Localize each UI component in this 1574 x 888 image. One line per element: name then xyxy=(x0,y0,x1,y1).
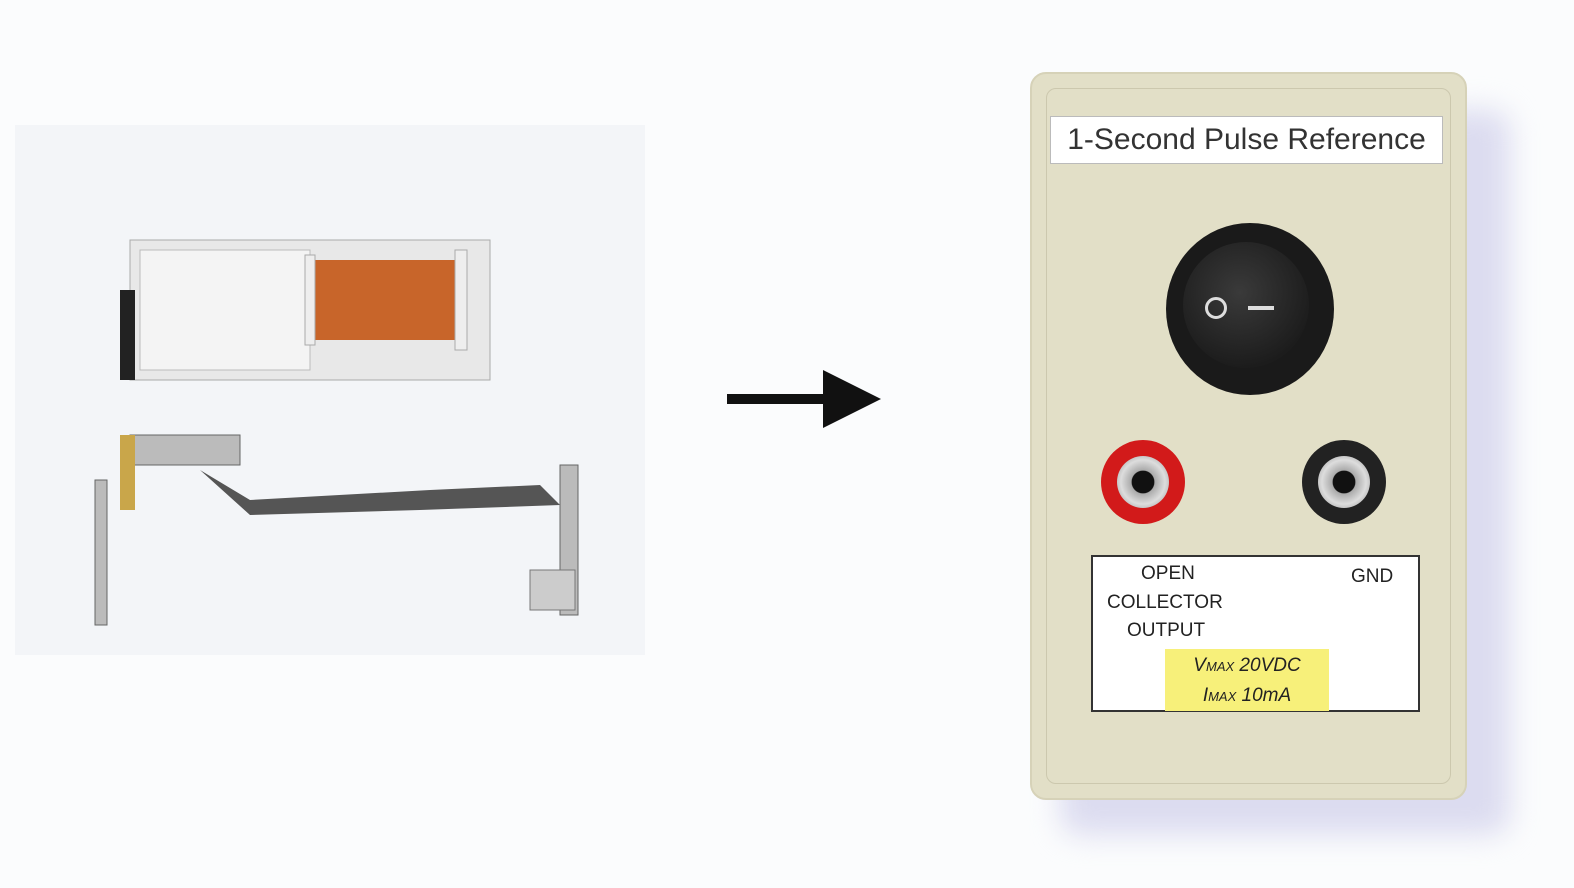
relay-photo-background xyxy=(15,125,645,655)
relay-mechanism-image xyxy=(94,239,579,626)
imax-rating: IMAX 10mA xyxy=(1202,685,1292,706)
max-ratings-highlight: VMAX 20VDC IMAX 10mA xyxy=(1165,649,1329,711)
rocker-face[interactable] xyxy=(1183,242,1309,368)
label-output: OUTPUT xyxy=(1127,620,1206,641)
arrow-right-icon xyxy=(727,370,881,428)
gnd-binding-post-black[interactable] xyxy=(1302,440,1386,524)
off-symbol-icon xyxy=(1205,297,1227,319)
label-collector: COLLECTOR xyxy=(1107,592,1223,613)
terminal-label-panel: OPEN COLLECTOR OUTPUT GND VMAX 20VDC IMA… xyxy=(1091,555,1420,712)
output-binding-post-red[interactable] xyxy=(1101,440,1185,524)
vmax-rating: VMAX 20VDC xyxy=(1193,655,1301,676)
label-gnd: GND xyxy=(1351,566,1394,587)
device-title-label: 1-Second Pulse Reference xyxy=(1050,116,1443,164)
label-open: OPEN xyxy=(1141,563,1195,584)
on-symbol-icon xyxy=(1248,306,1274,310)
